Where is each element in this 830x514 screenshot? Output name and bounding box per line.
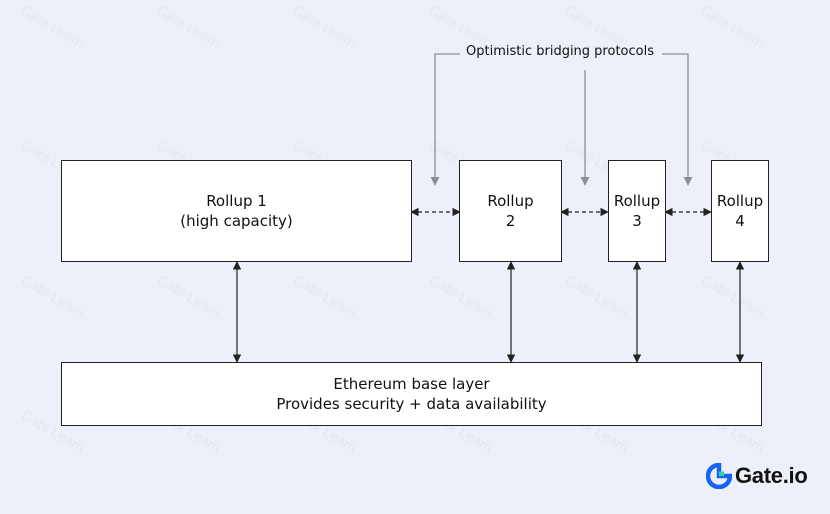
rollup-4-title: Rollup	[716, 192, 764, 210]
rollup-2-title: Rollup	[487, 192, 534, 210]
base-layer-title: Ethereum base layer	[333, 375, 490, 393]
annotation-label: Optimistic bridging protocols	[462, 44, 658, 59]
rollup-4-number: 4	[735, 212, 745, 230]
rollup-3-number: 3	[632, 212, 642, 230]
ethereum-base-layer-box: Ethereum base layer Provides security + …	[61, 362, 762, 426]
base-layer-subtitle: Provides security + data availability	[276, 395, 547, 413]
rollup-2-box: Rollup 2	[459, 160, 562, 262]
gate-logo-icon	[706, 463, 732, 489]
logo-text: Gate.io	[735, 463, 808, 488]
rollup-3-box: Rollup 3	[608, 160, 666, 262]
rollup-4-box: Rollup 4	[711, 160, 769, 262]
annotation-arrow-left	[430, 53, 460, 186]
rollup-1-title: Rollup 1	[206, 192, 267, 210]
rollup-3-title: Rollup	[613, 192, 661, 210]
rollup-2-number: 2	[505, 212, 516, 230]
gate-io-logo: Gate.io	[706, 463, 808, 489]
rollup-1-box: Rollup 1 (high capacity)	[61, 160, 412, 262]
annotation-arrow-right	[662, 53, 693, 186]
rollup-1-subtitle: (high capacity)	[180, 212, 293, 230]
